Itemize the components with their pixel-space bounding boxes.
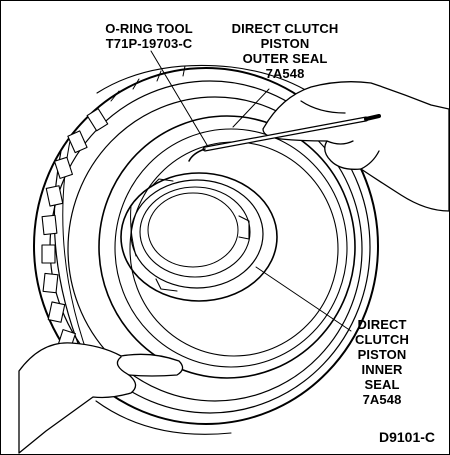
leader-outer-seal [232,88,270,128]
leader-lines [150,50,352,332]
inner-seal-label-line: DIRECT [357,317,407,332]
leader-inner-seal [255,266,352,332]
left-hand [18,342,184,454]
right-hand [262,81,449,212]
inner-seal-label: DIRECT CLUTCH PISTON INNER SEAL 7A548 [347,317,417,407]
inner-seal-label-line: INNER [361,362,403,377]
oring-tool [188,114,381,162]
outer-seal-label: DIRECT CLUTCH PISTON OUTER SEAL 7A548 [227,21,343,81]
outer-seal-label-line: OUTER SEAL [242,51,328,66]
inner-seal-label-line: CLUTCH [354,332,410,347]
outer-seal-label-line: 7A548 [265,66,305,81]
inner-hub [120,172,278,302]
figure-id: D9101-C [378,429,435,445]
clutch-drum [33,64,379,435]
inner-seal-label-line: 7A548 [362,392,402,407]
inner-seal-label-line: PISTON [357,347,407,362]
inner-seal-label-line: SEAL [364,377,400,392]
clutch-piston [98,115,356,379]
drum-splines [41,108,109,378]
leader-oring-tool [150,50,208,146]
oring-tool-label-line: O-RING TOOL [105,21,193,36]
oring-tool-label-line: T71P-19703-C [105,36,193,51]
outer-seal-label-line: DIRECT CLUTCH [231,21,339,36]
oring-tool-label: O-RING TOOL T71P-19703-C [87,21,211,51]
outer-seal-label-line: PISTON [260,36,310,51]
